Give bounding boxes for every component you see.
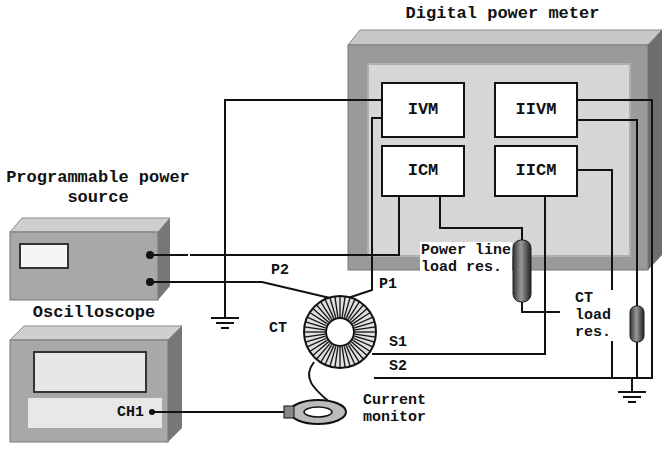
terminal-name: P2: [270, 262, 290, 279]
wire: [374, 378, 632, 392]
current-monitor-probe: [290, 400, 346, 424]
coil-winding: [330, 346, 336, 366]
ground-symbol: [211, 317, 239, 319]
wire: [578, 170, 612, 378]
resistor-symbol: [630, 306, 644, 342]
channel-name: CH1: [116, 404, 145, 421]
wire: [150, 282, 330, 298]
oscilloscope-box: Oscilloscope: [4, 303, 184, 443]
label-holder: CH1: [116, 404, 150, 421]
coil-winding: [339, 347, 340, 368]
label-holder: CT: [268, 320, 292, 337]
ground-symbol: [628, 401, 636, 403]
wire: [152, 411, 292, 413]
power-meter-housing: [648, 30, 662, 270]
coil-winding: [304, 331, 325, 332]
power-meter-housing: [348, 45, 648, 270]
power-source-housing: [10, 232, 158, 300]
power-meter-housing: [348, 30, 662, 45]
meter-module: IVM: [381, 82, 465, 138]
wire-connector: [190, 197, 399, 255]
wire: [636, 342, 638, 378]
wire: [522, 302, 560, 312]
coil-winding: [354, 336, 374, 342]
module-label: IVM: [408, 100, 439, 120]
meter-module: IICM: [494, 145, 578, 197]
coil-winding: [325, 299, 334, 318]
oscilloscope-housing: [168, 326, 182, 442]
terminal-name: S2: [388, 358, 408, 375]
power-source-housing: [20, 244, 68, 268]
current-monitor-probe: [304, 407, 332, 417]
wire: [150, 100, 652, 412]
power-source-housing: [10, 218, 170, 300]
oscilloscope-housing: [10, 326, 182, 340]
part-name: Current monitor: [362, 392, 450, 426]
ground-symbol: [221, 327, 229, 329]
meter-box: Digital power meterIVM IIVM ICM IICM: [340, 4, 665, 275]
label-holder: S2: [388, 358, 412, 375]
module-label: ICM: [408, 161, 439, 181]
part-name: CT: [268, 320, 288, 337]
wire: [150, 254, 188, 256]
oscilloscope-housing: [10, 340, 168, 442]
ground-symbol: [618, 391, 646, 393]
coil-winding: [355, 327, 376, 330]
current-transformer: [304, 296, 376, 368]
coil-winding: [305, 322, 325, 328]
label-holder: Power line load res.: [420, 242, 512, 276]
ground-symbol: [216, 322, 234, 324]
coil-winding: [307, 338, 326, 347]
wire: [440, 195, 522, 240]
module-label: IICM: [516, 161, 557, 181]
label-holder: Current monitor: [362, 392, 450, 426]
current-monitor-probe: [284, 400, 346, 424]
coil-winding: [339, 296, 340, 317]
oscilloscope-housing: [10, 326, 182, 442]
coil-winding: [355, 331, 376, 332]
coil-winding: [335, 296, 338, 317]
coil-winding: [342, 347, 345, 368]
oscilloscope-housing: [34, 352, 146, 392]
power-source-housing: [10, 218, 170, 232]
coil-winding: [344, 297, 350, 317]
terminal-name: S1: [388, 334, 408, 351]
power-source-box: Programmable power source: [6, 168, 190, 302]
meter-module: IIVM: [494, 82, 578, 138]
terminal-name: P1: [378, 276, 398, 293]
wire: [225, 100, 381, 318]
part-name: Power line load res.: [420, 242, 512, 276]
current-monitor-probe: [284, 406, 294, 418]
label-holder: CT load res.: [574, 290, 628, 341]
device-title: Programmable power source: [6, 168, 190, 208]
wire: [348, 118, 381, 298]
label-holder: S1: [388, 334, 412, 351]
device-title: Digital power meter: [406, 4, 600, 24]
module-label: IIVM: [516, 100, 557, 120]
coil-winding: [354, 317, 373, 326]
power-meter-housing: [368, 64, 630, 256]
coil-winding: [304, 334, 325, 337]
label-holder: P1: [378, 276, 402, 293]
power-meter-housing: [348, 30, 662, 270]
current-transformer: [326, 318, 354, 346]
part-name: CT load res.: [574, 290, 628, 341]
resistor-symbol: [513, 240, 644, 342]
device-title: Oscilloscope: [33, 303, 155, 323]
current-transformer: [304, 296, 376, 368]
oscilloscope-housing: [28, 398, 162, 428]
power-source-housing: [158, 218, 170, 300]
ground-symbol: [623, 396, 641, 398]
wire: [578, 120, 637, 306]
coil-winding: [346, 346, 355, 365]
resistor-symbol: [513, 240, 531, 302]
wire: [372, 195, 545, 354]
meter-module: ICM: [381, 145, 465, 197]
label-holder: P2: [270, 262, 294, 279]
